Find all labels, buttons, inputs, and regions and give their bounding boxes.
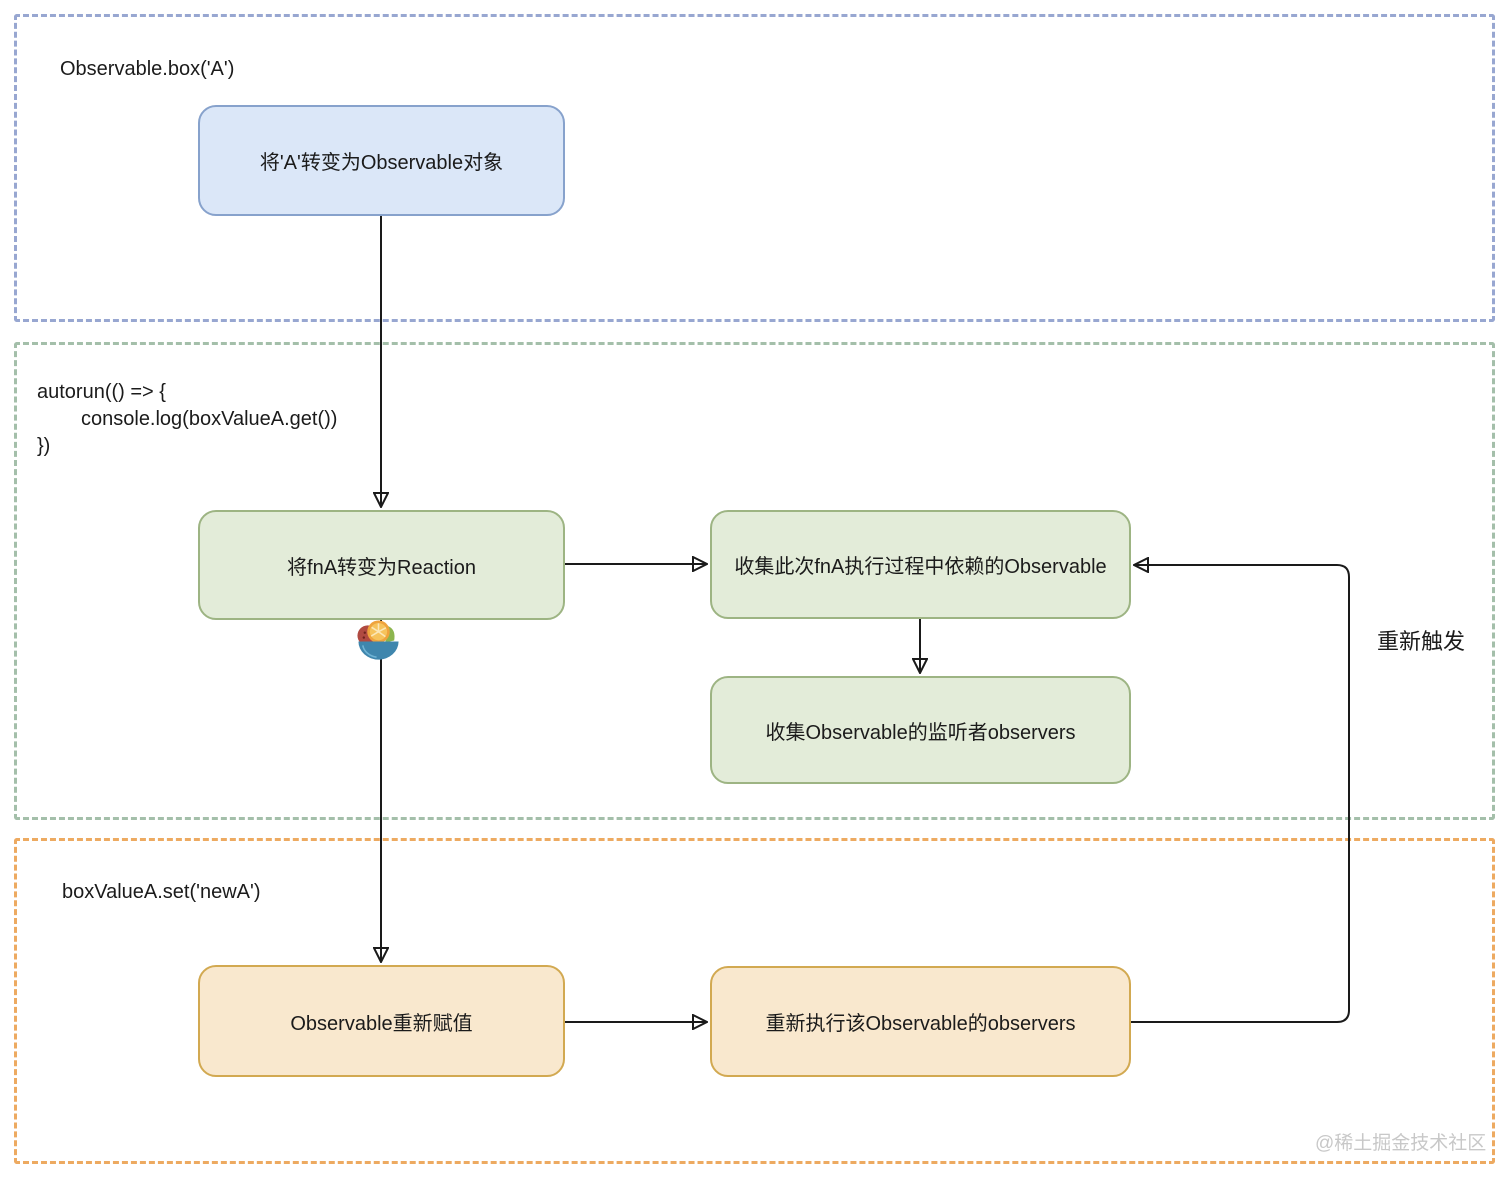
node-rerun-observers: 重新执行该Observable的observers xyxy=(710,966,1131,1077)
fruit-bowl-icon xyxy=(357,620,399,660)
retrigger-label: 重新触发 xyxy=(1377,629,1466,654)
bowl-icon xyxy=(358,641,399,660)
node-collect-observers: 收集Observable的监听者observers xyxy=(710,676,1131,784)
autorun-code-line-2: console.log(boxValueA.get()) xyxy=(81,408,338,430)
autorun-code-line-3: }) xyxy=(37,435,51,457)
watermark: @稀土掘金技术社区 xyxy=(1315,1133,1487,1154)
section-observable-box xyxy=(14,14,1495,322)
observable-box-label: Observable.box('A') xyxy=(60,58,235,80)
node-make-observable: 将'A'转变为Observable对象 xyxy=(198,105,565,216)
autorun-code-line-1: autorun(() => { xyxy=(37,381,166,403)
set-label: boxValueA.set('newA') xyxy=(62,881,261,903)
node-fna-reaction: 将fnA转变为Reaction xyxy=(198,510,565,620)
section-autorun xyxy=(14,342,1495,820)
autorun-code-label: autorun(() => { console.log(boxValueA.ge… xyxy=(37,379,337,460)
node-collect-deps: 收集此次fnA执行过程中依赖的Observable xyxy=(710,510,1131,619)
node-reassign: Observable重新赋值 xyxy=(198,965,565,1077)
section-set xyxy=(14,838,1495,1164)
